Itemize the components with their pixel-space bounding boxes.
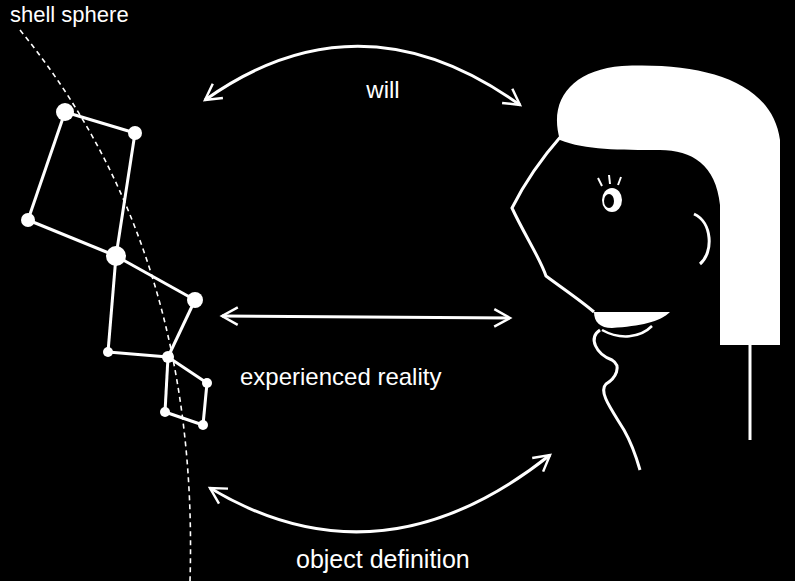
arrow-label: object definition — [296, 545, 470, 574]
hair — [557, 66, 780, 345]
neck-line — [749, 345, 752, 440]
lower-lip — [602, 326, 652, 336]
constellation-lines — [28, 112, 207, 425]
region-label: shell sphere — [10, 2, 129, 27]
will-arrow — [205, 46, 520, 105]
definition-arrow — [210, 455, 550, 532]
eye — [598, 175, 622, 212]
shell-arc — [20, 30, 191, 581]
chin-neck — [594, 330, 640, 470]
face-profile — [512, 135, 594, 312]
reality-arrow — [222, 316, 510, 318]
constellation-stars — [21, 103, 212, 430]
arrow-label: experienced reality — [240, 363, 441, 391]
arrow-label: will — [366, 76, 399, 104]
upper-lip — [594, 312, 670, 328]
ear — [694, 214, 709, 264]
